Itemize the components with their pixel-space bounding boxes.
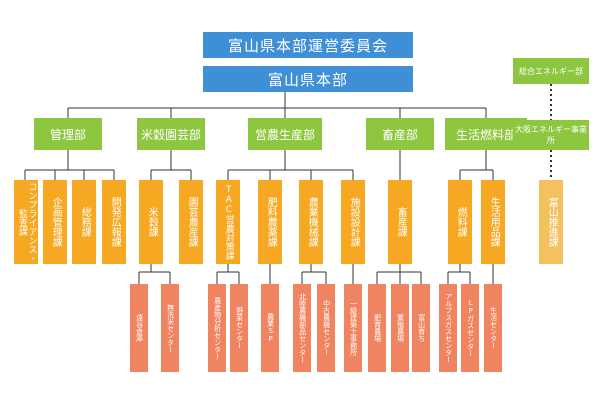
section-box: 施設設計課 — [341, 180, 365, 264]
section-label: 肥料農薬課 — [265, 197, 277, 247]
facility-box: 肥育農場 — [368, 284, 386, 372]
dept-label: 米穀園芸部 — [140, 127, 201, 142]
committee-label: 富山県本部運営委員会 — [227, 36, 388, 55]
section-box: コンプライアンス・監査課 — [14, 180, 38, 264]
facility-label: 農産物分析センター — [213, 296, 222, 360]
section-label: コンプライアンス・監査課 — [17, 181, 37, 263]
osaka-office-box: 大阪エネルギー事業所 — [513, 120, 589, 150]
dept-label: 畜産部 — [381, 127, 418, 142]
section-box: 開発広報課 — [102, 180, 126, 264]
dept-label: 営農生産部 — [254, 127, 315, 142]
section-box: TAC営農対策課 — [216, 180, 240, 264]
facility-box: 生活センター — [484, 284, 502, 372]
dept-kanri: 管理部 — [34, 118, 102, 150]
section-box: 燃料課 — [448, 180, 472, 264]
facility-label: 野菜センター — [235, 307, 244, 349]
facility-box: 無洗米センター — [161, 284, 179, 372]
dept-label: 管理部 — [49, 127, 86, 142]
general-energy-box: 総合エネルギー部 — [513, 58, 589, 84]
facility-box: 遠谷倉庫 — [130, 284, 148, 372]
facility-label: 富山育ち — [417, 314, 426, 342]
toyama-promo-label: 富山推進課 — [546, 197, 558, 247]
facility-box: LPガスセンター — [461, 284, 479, 372]
dept-label: 生活燃料部 — [455, 127, 516, 142]
section-label: 開発広報課 — [109, 197, 121, 247]
committee-box: 富山県本部運営委員会 — [203, 32, 413, 58]
section-box: 総務課 — [72, 180, 96, 264]
dept-chikusan: 畜産部 — [366, 118, 434, 150]
facility-box: 北陸農機部品センター — [293, 284, 311, 372]
facility-box: 中古農機センター — [317, 284, 335, 372]
section-box: 畜産課 — [388, 180, 412, 264]
facility-label: 農業SP — [266, 313, 275, 343]
facility-box: 農産物分析センター — [208, 284, 226, 372]
section-label: 米穀課 — [146, 207, 158, 237]
section-box: 企画管理課 — [43, 180, 67, 264]
section-label: 企画管理課 — [50, 197, 62, 247]
section-label: 総務課 — [79, 207, 91, 237]
dept-einou: 営農生産部 — [248, 118, 322, 150]
hq-label: 富山県本部 — [267, 70, 348, 89]
facility-label: 無洗米センター — [166, 303, 175, 353]
section-box: 米穀課 — [139, 180, 163, 264]
facility-label: 生活センター — [489, 307, 498, 349]
facility-label: 北陸農機部品センター — [298, 293, 307, 363]
section-label: 農業機械課 — [306, 197, 318, 247]
hq-box: 富山県本部 — [203, 66, 413, 92]
toyama-promo-box: 富山推進課 — [539, 180, 563, 264]
section-box: 生活用品課 — [481, 180, 505, 264]
facility-label: LPガスセンター — [466, 299, 475, 357]
facility-box: 野菜センター — [230, 284, 248, 372]
section-label: 園芸農産課 — [186, 197, 198, 247]
facility-label: 繁殖農場 — [396, 314, 405, 342]
facility-box: 繁殖農場 — [391, 284, 409, 372]
facility-label: アルプスガスセンター — [444, 293, 453, 363]
facility-box: 富山育ち — [412, 284, 430, 372]
section-label: 燃料課 — [455, 207, 467, 237]
section-label: 施設設計課 — [348, 197, 360, 247]
facility-box: 一級建築士事務所 — [344, 284, 362, 372]
section-box: 園芸農産課 — [179, 180, 203, 264]
general-energy-label: 総合エネルギー部 — [519, 66, 583, 76]
facility-box: アルプスガスセンター — [439, 284, 457, 372]
section-label: 畜産課 — [395, 207, 407, 237]
section-label: 生活用品課 — [488, 197, 500, 247]
section-box: 農業機械課 — [299, 180, 323, 264]
facility-box: 農業SP — [261, 284, 279, 372]
facility-label: 遠谷倉庫 — [135, 314, 144, 342]
facility-label: 肥育農場 — [373, 314, 382, 342]
facility-label: 中古農機センター — [322, 300, 331, 356]
facility-label: 一級建築士事務所 — [349, 300, 358, 356]
section-label: TAC営農対策課 — [223, 184, 234, 260]
osaka-office-label: 大阪エネルギー事業所 — [515, 125, 587, 145]
dept-beikoku: 米穀園芸部 — [137, 118, 205, 150]
section-box: 肥料農薬課 — [258, 180, 282, 264]
